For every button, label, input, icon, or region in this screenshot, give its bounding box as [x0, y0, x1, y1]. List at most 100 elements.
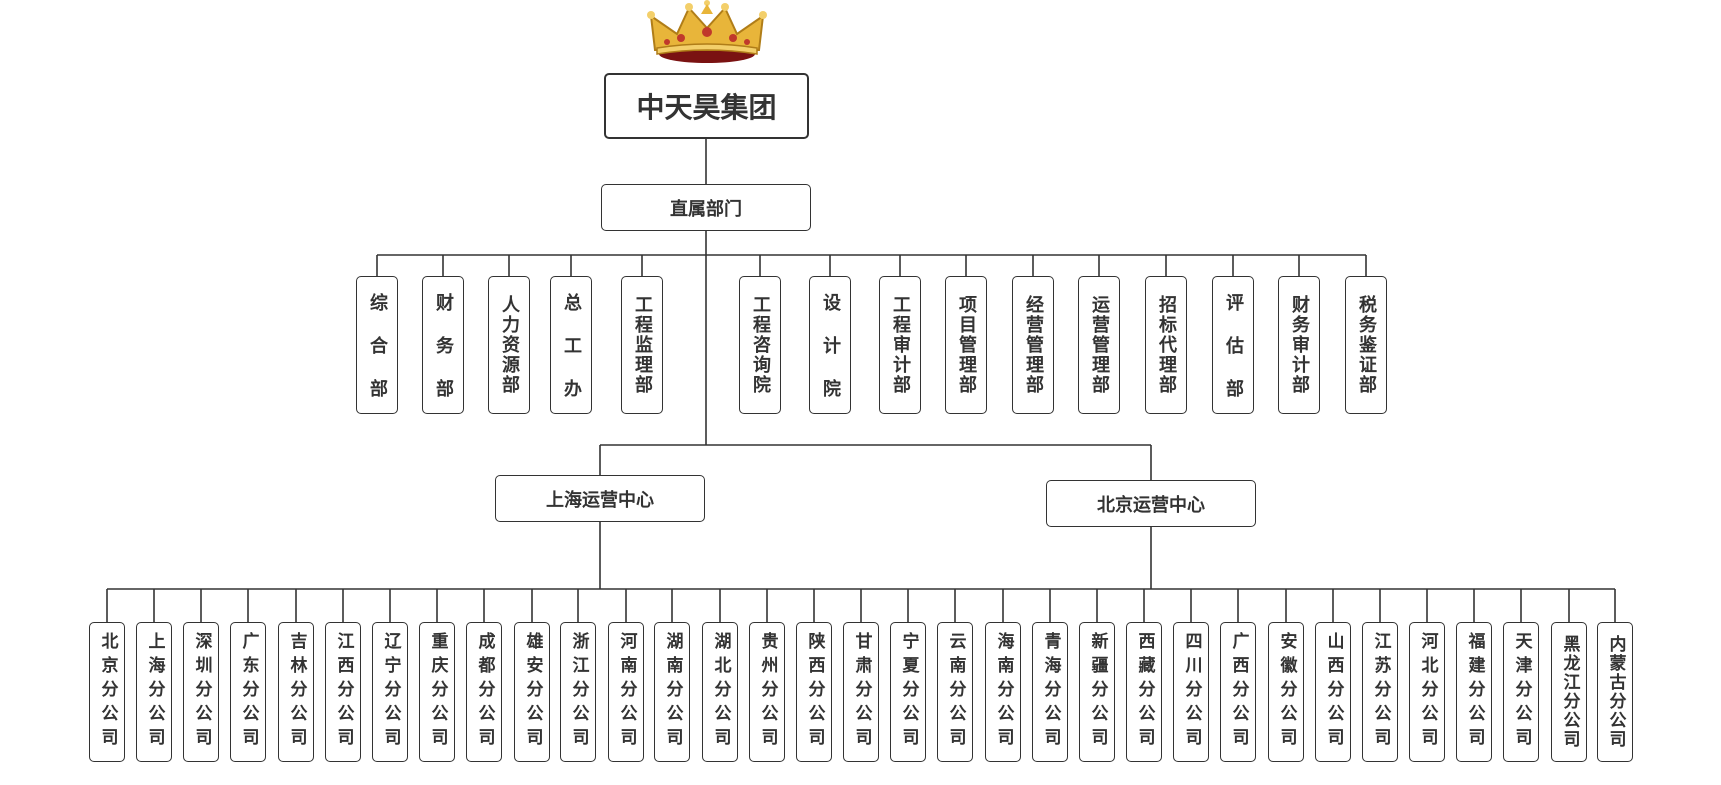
branch-label: 内蒙古分公司: [1605, 635, 1626, 749]
department-label: 设计院: [820, 293, 841, 397]
department-box: 财务审计部: [1278, 276, 1320, 414]
department-label: 综合部: [367, 293, 388, 397]
department-label: 运营管理部: [1089, 295, 1110, 395]
branch-label: 深圳分公司: [191, 632, 212, 752]
branch-box: 广西分公司: [1220, 622, 1256, 762]
branch-box: 福建分公司: [1456, 622, 1492, 762]
branch-box: 江西分公司: [325, 622, 361, 762]
branch-label: 四川分公司: [1181, 632, 1202, 752]
shanghai-center-label: 上海运营中心: [546, 489, 654, 511]
branch-label: 江苏分公司: [1370, 632, 1391, 752]
department-box: 综合部: [356, 276, 398, 414]
branch-label: 福建分公司: [1464, 632, 1485, 752]
branch-box: 浙江分公司: [560, 622, 596, 762]
branch-label: 辽宁分公司: [380, 632, 401, 752]
branch-box: 辽宁分公司: [372, 622, 408, 762]
branch-label: 上海分公司: [144, 632, 165, 752]
branch-label: 广西分公司: [1228, 632, 1249, 752]
branch-label: 重庆分公司: [427, 632, 448, 752]
branch-box: 四川分公司: [1173, 622, 1209, 762]
branch-box: 云南分公司: [937, 622, 973, 762]
branch-box: 雄安分公司: [514, 622, 550, 762]
department-box: 运营管理部: [1078, 276, 1120, 414]
department-box: 工程监理部: [621, 276, 663, 414]
department-label: 财务部: [433, 293, 454, 397]
branch-label: 安徽分公司: [1276, 632, 1297, 752]
branch-box: 上海分公司: [136, 622, 172, 762]
department-box: 财务部: [422, 276, 464, 414]
branch-label: 吉林分公司: [286, 632, 307, 752]
branch-box: 新疆分公司: [1079, 622, 1115, 762]
branch-label: 山西分公司: [1323, 632, 1344, 752]
branch-box: 甘肃分公司: [843, 622, 879, 762]
branch-box: 北京分公司: [89, 622, 125, 762]
branch-box: 成都分公司: [466, 622, 502, 762]
department-box: 工程审计部: [879, 276, 921, 414]
branch-label: 海南分公司: [993, 632, 1014, 752]
direct-departments-node: 直属部门: [601, 184, 811, 231]
department-box: 招标代理部: [1145, 276, 1187, 414]
department-label: 评估部: [1223, 293, 1244, 397]
branch-box: 宁夏分公司: [890, 622, 926, 762]
branch-label: 天津分公司: [1511, 632, 1532, 752]
branch-box: 陕西分公司: [796, 622, 832, 762]
branch-label: 河北分公司: [1417, 632, 1438, 752]
branch-box: 河南分公司: [608, 622, 644, 762]
branch-label: 江西分公司: [333, 632, 354, 752]
branch-box: 黑龙江分公司: [1551, 622, 1587, 762]
branch-box: 贵州分公司: [749, 622, 785, 762]
beijing-center-node: 北京运营中心: [1046, 480, 1256, 527]
branch-box: 西藏分公司: [1126, 622, 1162, 762]
root-label: 中天昊集团: [636, 91, 777, 124]
department-box: 经营管理部: [1012, 276, 1054, 414]
branch-label: 湖南分公司: [662, 632, 683, 752]
branch-box: 青海分公司: [1032, 622, 1068, 762]
branch-box: 吉林分公司: [278, 622, 314, 762]
department-box: 税务鉴证部: [1345, 276, 1387, 414]
department-box: 工程咨询院: [739, 276, 781, 414]
department-label: 经营管理部: [1023, 295, 1044, 395]
crown-icon: [647, 0, 767, 63]
branch-box: 河北分公司: [1409, 622, 1445, 762]
branch-label: 青海分公司: [1040, 632, 1061, 752]
branch-box: 湖南分公司: [654, 622, 690, 762]
department-label: 总工办: [561, 293, 582, 397]
shanghai-center-node: 上海运营中心: [495, 475, 705, 522]
beijing-center-label: 北京运营中心: [1097, 494, 1205, 516]
branch-box: 江苏分公司: [1362, 622, 1398, 762]
department-label: 税务鉴证部: [1356, 295, 1377, 395]
branch-label: 宁夏分公司: [898, 632, 919, 752]
branch-box: 安徽分公司: [1268, 622, 1304, 762]
department-box: 项目管理部: [945, 276, 987, 414]
department-box: 设计院: [809, 276, 851, 414]
branch-label: 陕西分公司: [804, 632, 825, 752]
branch-label: 北京分公司: [97, 632, 118, 752]
department-label: 工程咨询院: [750, 295, 771, 395]
branch-label: 西藏分公司: [1134, 632, 1155, 752]
direct-departments-label: 直属部门: [670, 198, 742, 220]
branch-box: 湖北分公司: [702, 622, 738, 762]
branch-label: 新疆分公司: [1087, 632, 1108, 752]
department-label: 人力资源部: [499, 295, 520, 395]
department-label: 项目管理部: [956, 295, 977, 395]
branch-box: 重庆分公司: [419, 622, 455, 762]
branch-label: 湖北分公司: [710, 632, 731, 752]
branch-box: 内蒙古分公司: [1597, 622, 1633, 762]
department-box: 总工办: [550, 276, 592, 414]
branch-label: 贵州分公司: [757, 632, 778, 752]
department-label: 财务审计部: [1289, 295, 1310, 395]
branch-label: 黑龙江分公司: [1559, 635, 1580, 749]
branch-label: 广东分公司: [238, 632, 259, 752]
department-label: 工程审计部: [890, 295, 911, 395]
branch-box: 山西分公司: [1315, 622, 1351, 762]
branch-label: 浙江分公司: [568, 632, 589, 752]
branch-box: 深圳分公司: [183, 622, 219, 762]
branch-label: 河南分公司: [616, 632, 637, 752]
branch-label: 雄安分公司: [522, 632, 543, 752]
branch-label: 云南分公司: [945, 632, 966, 752]
department-label: 招标代理部: [1156, 295, 1177, 395]
root-node: 中天昊集团: [604, 73, 809, 139]
branch-box: 广东分公司: [230, 622, 266, 762]
branch-label: 甘肃分公司: [851, 632, 872, 752]
